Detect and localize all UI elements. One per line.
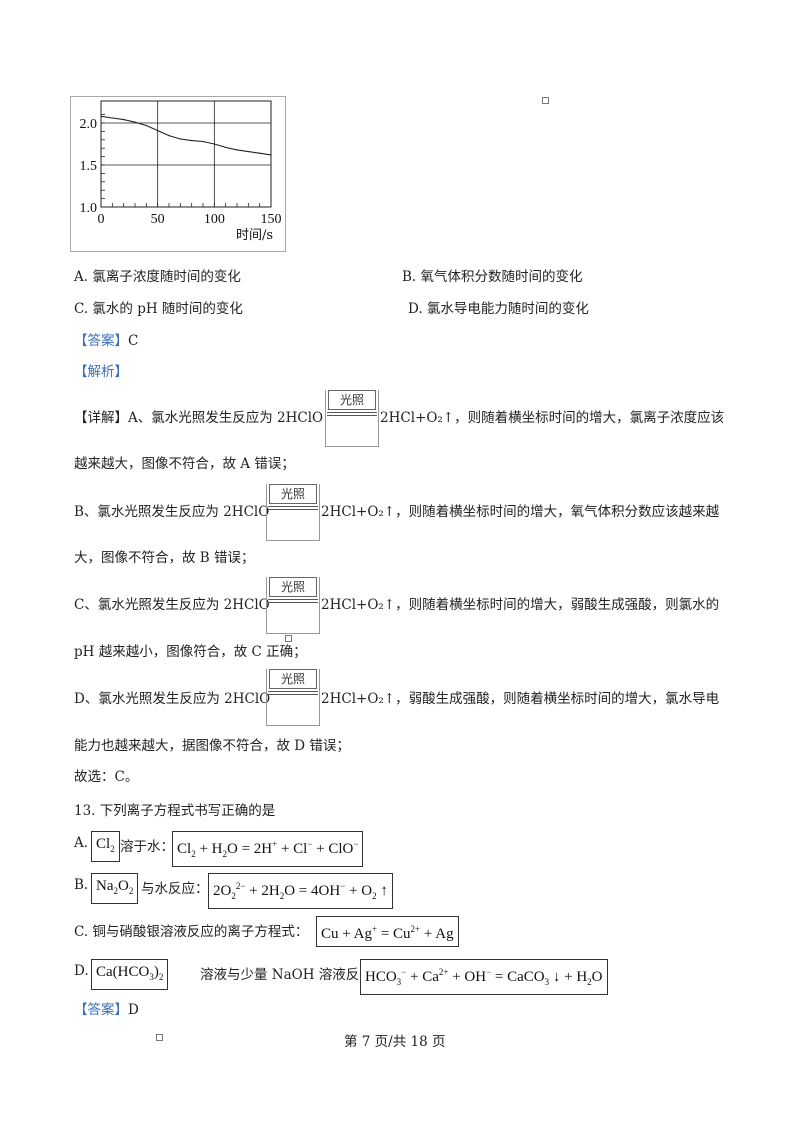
conclusion: 故选：C。 — [74, 769, 139, 785]
data-point — [100, 115, 102, 117]
x-tick-label: 150 — [261, 212, 282, 227]
page-mark — [156, 1034, 163, 1041]
detail-d-line1b: 2HCl+O₂↑，弱酸生成强酸，则随着横坐标时间的增大，氯水导电 — [321, 691, 720, 707]
plot-frame — [100, 100, 272, 208]
equation-d: HCO3− + Ca2+ + OH− = CaCO3 ↓ + H2O — [360, 959, 608, 995]
answer-1: 【答案】C — [74, 333, 139, 349]
detail-b-line1b: 2HCl+O₂↑，则随着横坐标时间的增大，氧气体积分数应该越来越 — [321, 504, 720, 520]
data-point — [123, 119, 125, 121]
option-d: D. 氯水导电能力随时间的变化 — [408, 301, 589, 317]
q13-a-mid: 溶于水： — [120, 839, 174, 855]
data-point — [145, 124, 147, 127]
reaction-condition-box: 光照 — [266, 484, 320, 541]
x-tick-label: 0 — [98, 212, 105, 227]
q13-d-mid: 溶液与少量 NaOH 溶液反应： — [200, 967, 387, 983]
detail-c-line2: pH 越来越小，图像符合，故 C 正确； — [74, 644, 307, 660]
detail-c-line1b: 2HCl+O₂↑，则随着横坐标时间的增大，弱酸生成强酸，则氯水的 — [321, 597, 720, 613]
option-a: A. 氯离子浓度随时间的变化 — [74, 269, 241, 285]
formula-ca-hco3-2: Ca(HCO3)2 — [91, 959, 169, 990]
option-c: C. 氯水的 pH 随时间的变化 — [74, 301, 243, 317]
series-line — [100, 115, 272, 156]
y-tick-label: 2.0 — [80, 117, 98, 132]
data-point — [179, 138, 181, 140]
detail-b-line2: 大，图像不符合，故 B 错误； — [74, 550, 255, 566]
data-point — [202, 140, 204, 143]
formula-cl2: Cl2 — [91, 831, 120, 862]
detail-d-line2: 能力也越来越大，据图像不符合，故 D 错误； — [74, 738, 350, 754]
page-footer: 第 7 页/共 18 页 — [344, 1034, 446, 1050]
equation-b: 2O22− + 2H2O = 4OH− + O2 ↑ — [208, 873, 393, 909]
x-tick-label: 100 — [204, 212, 225, 227]
data-point — [247, 150, 249, 153]
y-tick-label: 1.0 — [80, 201, 98, 216]
reaction-condition-box: 光照 — [266, 669, 320, 726]
option-b: B. 氧气体积分数随时间的变化 — [402, 269, 583, 285]
data-point — [225, 146, 227, 148]
reaction-condition-box: 光照 — [266, 577, 320, 634]
q13-b-mid: 与水反应： — [141, 881, 209, 897]
data-point — [111, 117, 113, 119]
q13-c-text: C. 铜与硝酸银溶液反应的离子方程式： — [74, 924, 309, 940]
equation-a: Cl2 + H2O = 2H+ + Cl− + ClO− — [172, 831, 364, 867]
q13-d-label: D. — [74, 963, 89, 979]
detail-a-line1: 【详解】A、氯水光照发生反应为 2HClO — [74, 410, 324, 426]
data-point — [236, 149, 238, 151]
data-point — [213, 143, 215, 145]
line-chart: 0 50 100 150 1.0 1.5 2.0 时间/s — [80, 100, 282, 243]
question-13: 13. 下列离子方程式书写正确的是 — [74, 803, 276, 819]
page-mark — [542, 97, 549, 104]
analysis-heading: 【解析】 — [74, 364, 128, 380]
x-tick-label: 50 — [151, 212, 165, 227]
equation-c: Cu + Ag+ = Cu2+ + Ag — [316, 916, 459, 947]
detail-a-line2: 越来越大，图像不符合，故 A 错误； — [74, 456, 295, 472]
data-point — [134, 121, 136, 123]
q13-a-label: A. — [74, 835, 89, 851]
detail-d-line1: D、氯水光照发生反应为 2HClO — [74, 691, 271, 707]
reaction-condition-box: 光照 — [325, 390, 379, 447]
y-tick-label: 1.5 — [80, 159, 98, 174]
detail-a-line1b: 2HCl+O₂↑，则随着横坐标时间的增大，氯离子浓度应该 — [380, 410, 725, 426]
data-point — [191, 140, 193, 142]
data-point — [259, 152, 261, 154]
chart-frame: 0 50 100 150 1.0 1.5 2.0 时间/s — [70, 96, 286, 252]
x-axis-label: 时间/s — [236, 228, 273, 243]
data-point — [270, 154, 272, 156]
detail-b-line1: B、氯水光照发生反应为 2HClO — [74, 504, 270, 520]
data-point — [157, 129, 159, 132]
detail-c-line1: C、氯水光照发生反应为 2HClO — [74, 597, 270, 613]
answer-2: 【答案】D — [74, 1002, 139, 1018]
q13-b-label: B. — [74, 877, 89, 893]
formula-na2o2: Na2O2 — [91, 873, 139, 904]
data-point — [168, 135, 170, 137]
page-mark — [285, 635, 292, 642]
